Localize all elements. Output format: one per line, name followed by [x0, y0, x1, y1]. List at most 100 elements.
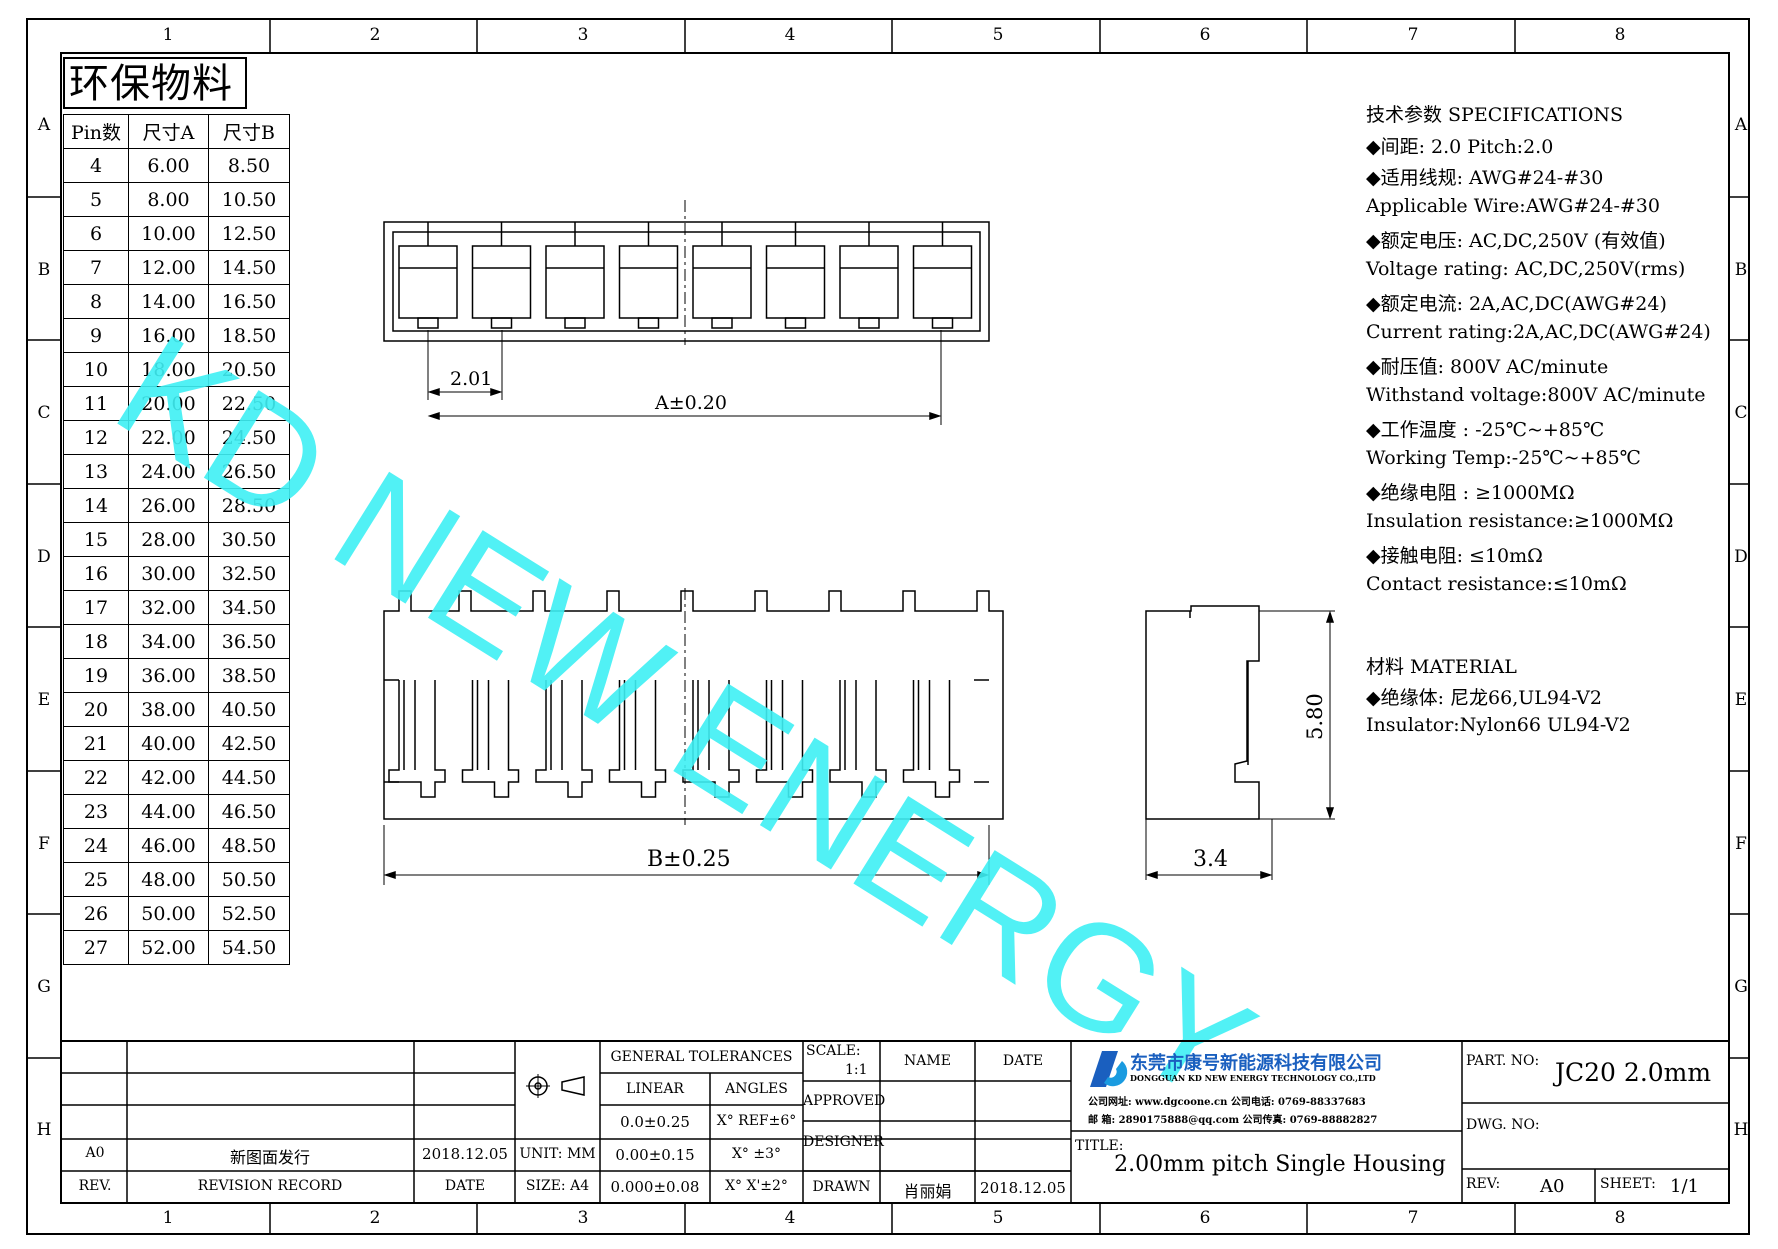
pin-table-cell: 32.00	[128, 590, 209, 625]
front-view-slots	[384, 679, 989, 798]
sheet-label: SHEET:	[1600, 1176, 1656, 1192]
top-cavity	[931, 317, 954, 329]
top-cavity	[711, 317, 733, 329]
pin-table-cell: 7	[63, 250, 129, 285]
general-tolerances-label: GENERAL TOLERANCES	[610, 1049, 793, 1065]
tolerance-angle-1: X° REF±6°	[716, 1113, 797, 1129]
spec-line: ◆额定电流: 2A,AC,DC(AWG#24)	[1366, 293, 1667, 315]
spec-line: ◆适用线规: AWG#24-#30	[1366, 167, 1604, 189]
pin-table-cell: 52.50	[208, 896, 290, 931]
zone-top-2: 2	[369, 25, 381, 45]
company-contact-2: 邮 箱: 2890175888@qq.com 公司传真: 0769-888828…	[1088, 1115, 1378, 1126]
zone-right-f: F	[1735, 834, 1747, 854]
top-cavity	[784, 317, 807, 329]
pin-table-cell: 38.00	[128, 692, 209, 727]
zone-right-c: C	[1734, 403, 1748, 423]
zone-left-b: B	[37, 260, 51, 280]
pin-table-cell: 22.00	[128, 420, 209, 455]
front-rails	[384, 679, 989, 783]
zone-right-a: A	[1734, 115, 1748, 135]
pin-table-cell: 10.50	[208, 182, 290, 217]
date-label: DATE	[444, 1178, 486, 1194]
pin-table-cell: 28.50	[208, 488, 290, 523]
zone-bottom-5: 5	[992, 1208, 1004, 1228]
linear-label: LINEAR	[626, 1081, 684, 1097]
pitch-dimension: 2.01	[450, 368, 492, 390]
pin-table-cell: 24.50	[208, 420, 290, 455]
zone-bottom-7: 7	[1407, 1208, 1419, 1228]
rev-value-2: A0	[1540, 1176, 1565, 1197]
zone-top-8: 8	[1614, 25, 1626, 45]
company-logo	[1090, 1051, 1128, 1087]
pin-table-cell: 54.50	[208, 930, 290, 965]
part-no-value: JC20 2.0mm	[1555, 1058, 1712, 1087]
revision-record-label: REVISION RECORD	[197, 1178, 343, 1194]
part-no-label: PART. NO:	[1466, 1053, 1540, 1069]
tolerance-angle-2: X° ±3°	[731, 1146, 782, 1162]
pin-table-cell: 9	[63, 318, 129, 353]
front-slot	[388, 680, 446, 798]
pin-table-cell: 36.00	[128, 658, 209, 693]
pin-table-cell: 26.00	[128, 488, 209, 523]
height-dimension: 5.80	[1303, 693, 1327, 740]
title-label: TITLE:	[1075, 1138, 1124, 1154]
front-slot	[682, 680, 740, 798]
pin-table-cell: 36.50	[208, 624, 290, 659]
front-view-outline	[383, 590, 1004, 820]
top-cavity	[417, 317, 439, 329]
drawing-title: 2.00mm pitch Single Housing	[1114, 1152, 1446, 1177]
top-cavity	[490, 317, 513, 329]
zone-top-1: 1	[162, 25, 174, 45]
spec-line: ◆间距: 2.0 Pitch:2.0	[1366, 135, 1554, 158]
zone-bottom-8: 8	[1614, 1208, 1626, 1228]
zone-left-e: E	[37, 690, 51, 710]
company-name-en: DONGGUAN KD NEW ENERGY TECHNOLOGY CO.,LT…	[1130, 1073, 1376, 1083]
pin-table-cell: 20	[63, 692, 129, 727]
size-label: SIZE: A4	[525, 1178, 590, 1194]
zone-top-4: 4	[784, 25, 796, 45]
zone-bottom-1: 1	[162, 1208, 174, 1228]
rev-label-2: REV:	[1466, 1176, 1501, 1192]
pin-table-cell: 50.50	[208, 862, 290, 897]
pin-table-cell: 8.50	[208, 148, 290, 183]
spec-line: ◆接触电阻: ≤10mΩ	[1366, 545, 1543, 567]
pin-table-cell: 14.50	[208, 250, 290, 285]
pin-table-cell: 27	[63, 930, 129, 965]
front-slot	[755, 680, 814, 798]
zone-right-h: H	[1733, 1120, 1749, 1140]
zone-left-d: D	[37, 547, 51, 567]
dwg-no-label: DWG. NO:	[1466, 1117, 1540, 1133]
zone-left-f: F	[38, 834, 50, 854]
drawn-label: DRAWN	[812, 1179, 871, 1195]
spec-line: ◆绝缘电阻 : ≥1000MΩ	[1366, 482, 1575, 504]
zone-left-a: A	[37, 115, 51, 135]
pin-table-cell: 6.00	[128, 148, 209, 183]
pin-table-cell: 17	[63, 590, 129, 625]
spec-line: Current rating:2A,AC,DC(AWG#24)	[1366, 320, 1711, 343]
pin-table-cell: 11	[63, 386, 129, 421]
pin-table-cell: 16.50	[208, 284, 290, 319]
pin-table-cell: 38.50	[208, 658, 290, 693]
spec-line: ◆耐压值: 800V AC/minute	[1366, 356, 1609, 378]
tolerance-angle-3: X° X'±2°	[725, 1178, 788, 1194]
revision-date: 2018.12.05	[422, 1145, 508, 1163]
zone-bottom-2: 2	[369, 1208, 381, 1228]
sheet-value: 1/1	[1670, 1176, 1699, 1197]
scale-label: SCALE:	[806, 1043, 861, 1059]
rev-label: REV.	[78, 1178, 112, 1194]
pin-table-cell: 52.00	[128, 930, 209, 965]
pin-table-cell: 14.00	[128, 284, 209, 319]
